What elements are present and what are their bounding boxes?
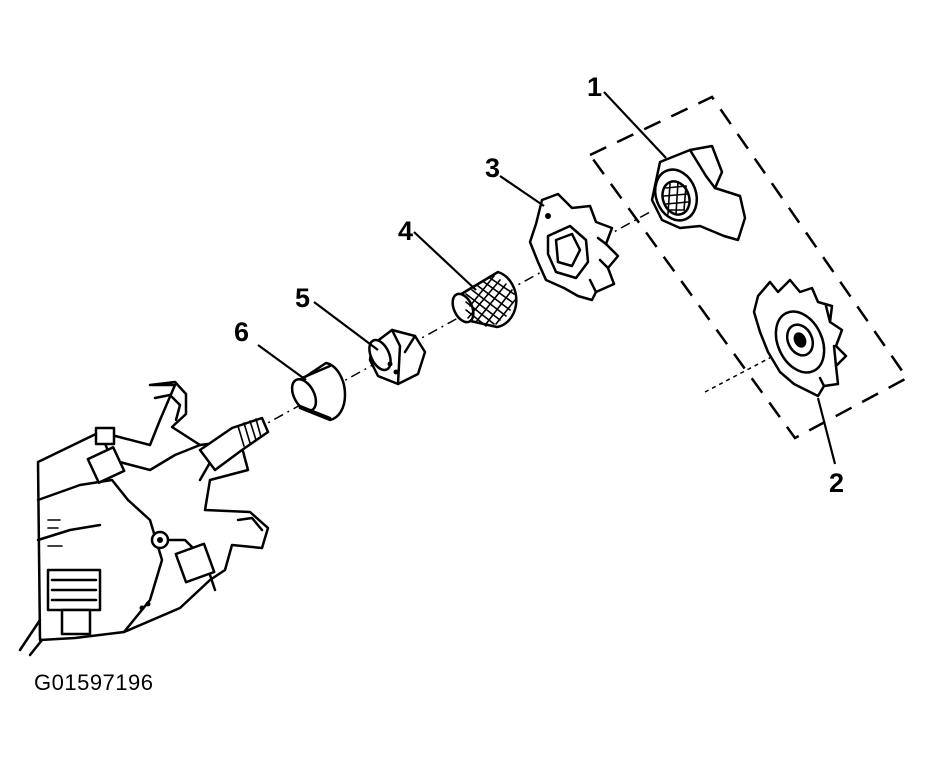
steering-column-housing [18, 380, 270, 657]
leader-line-3 [499, 175, 545, 207]
leader-line-2 [816, 397, 837, 465]
leader-line-1 [603, 91, 667, 159]
figure-id-label: G01597196 [34, 670, 154, 695]
callout-4: 4 [398, 216, 413, 246]
leader-line-5 [313, 301, 379, 351]
callout-5: 5 [295, 283, 310, 313]
callout-1: 1 [587, 72, 602, 102]
dashed-enclosure [588, 95, 909, 440]
part-2-toothed-disk [752, 278, 848, 398]
part-4-spring [451, 270, 518, 329]
part-6-ring [290, 361, 347, 422]
callout-3: 3 [485, 153, 500, 183]
callout-6: 6 [234, 317, 249, 347]
callout-2: 2 [829, 468, 844, 498]
part-1-cover [650, 144, 747, 242]
leader-line-6 [257, 344, 307, 381]
part-5-nut [368, 328, 427, 386]
part-3-toothed-plate [528, 192, 620, 302]
splined-shaft [198, 416, 270, 472]
leader-line-4 [413, 231, 477, 291]
